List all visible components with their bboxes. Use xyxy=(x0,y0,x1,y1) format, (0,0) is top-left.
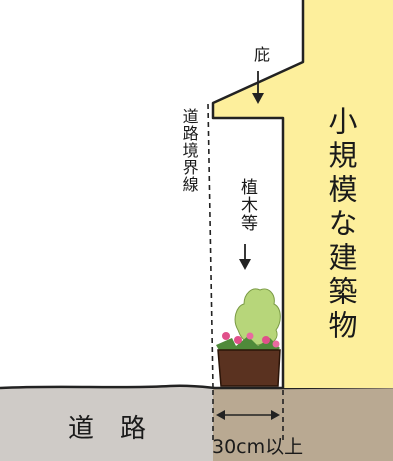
planting-arrowhead xyxy=(239,259,251,270)
road-boundary-line xyxy=(207,103,214,389)
setback-arrowhead-left xyxy=(216,410,225,420)
leaves xyxy=(216,336,280,352)
road-boundary-line-label: 道路境界線 xyxy=(179,108,199,193)
building-label: 小規模な建築物 xyxy=(324,106,358,344)
eave-arrowhead xyxy=(252,93,264,104)
flower xyxy=(262,336,270,344)
road-surface xyxy=(0,385,215,461)
eave-label: 庇 xyxy=(251,46,270,62)
setback-distance-label: 30cm以上 xyxy=(212,436,304,458)
planter-illustration xyxy=(216,288,281,387)
building-outline xyxy=(211,0,305,388)
shrub-foliage xyxy=(234,288,281,346)
setback-arrowhead-right xyxy=(271,410,280,420)
flower xyxy=(234,336,242,344)
road-label: 道 路 xyxy=(68,414,147,444)
ground-line xyxy=(0,384,393,390)
flower xyxy=(272,340,280,348)
flower xyxy=(222,332,230,340)
planting-label: 植木等 xyxy=(237,178,257,232)
planter-pot xyxy=(217,349,281,387)
site-ground xyxy=(213,388,393,461)
flower xyxy=(246,332,254,340)
